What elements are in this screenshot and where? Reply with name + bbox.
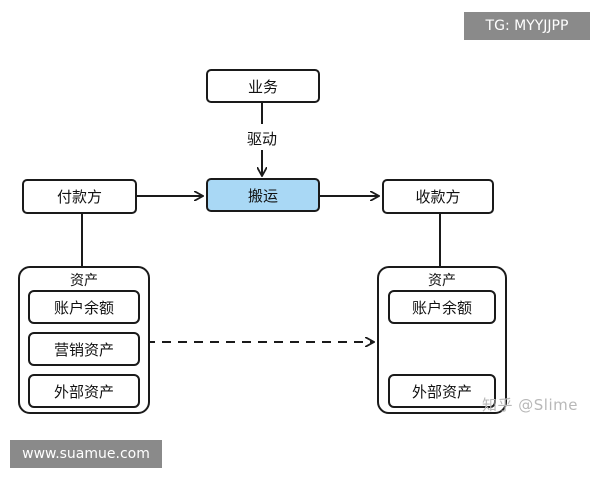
payee-assets-title: 资产	[428, 273, 456, 289]
node-payer-label: 付款方	[56, 188, 102, 206]
node-business-label: 业务	[247, 77, 278, 96]
edge-label-drive: 驱动	[247, 130, 278, 148]
payee-assets-group: 资产 账户余额 外部资产	[377, 266, 507, 414]
node-payee: 收款方	[382, 179, 494, 214]
payer-assets-title: 资产	[70, 273, 98, 289]
payee-asset-account-balance-label: 账户余额	[411, 298, 472, 317]
payee-asset-external: 外部资产	[388, 374, 496, 408]
tg-badge: TG: MYYJJPP	[464, 12, 590, 40]
payee-asset-external-label: 外部资产	[411, 382, 472, 401]
payer-asset-external: 外部资产	[28, 374, 140, 408]
payer-asset-marketing-label: 营销资产	[53, 340, 114, 359]
node-payer: 付款方	[22, 179, 137, 214]
node-payee-label: 收款方	[415, 188, 461, 206]
payer-asset-external-label: 外部资产	[53, 382, 114, 401]
payer-asset-marketing: 营销资产	[28, 332, 140, 366]
payee-asset-account-balance: 账户余额	[388, 290, 496, 324]
node-transfer: 搬运	[206, 178, 320, 212]
payer-asset-account-balance-label: 账户余额	[53, 298, 114, 317]
payer-asset-account-balance: 账户余额	[28, 290, 140, 324]
node-transfer-label: 搬运	[247, 186, 278, 205]
payer-assets-group: 资产 账户余额 营销资产 外部资产	[18, 266, 150, 414]
site-badge: www.suamue.com	[10, 440, 162, 468]
node-business: 业务	[206, 69, 320, 103]
watermark: 知乎 @Slime	[482, 396, 578, 414]
